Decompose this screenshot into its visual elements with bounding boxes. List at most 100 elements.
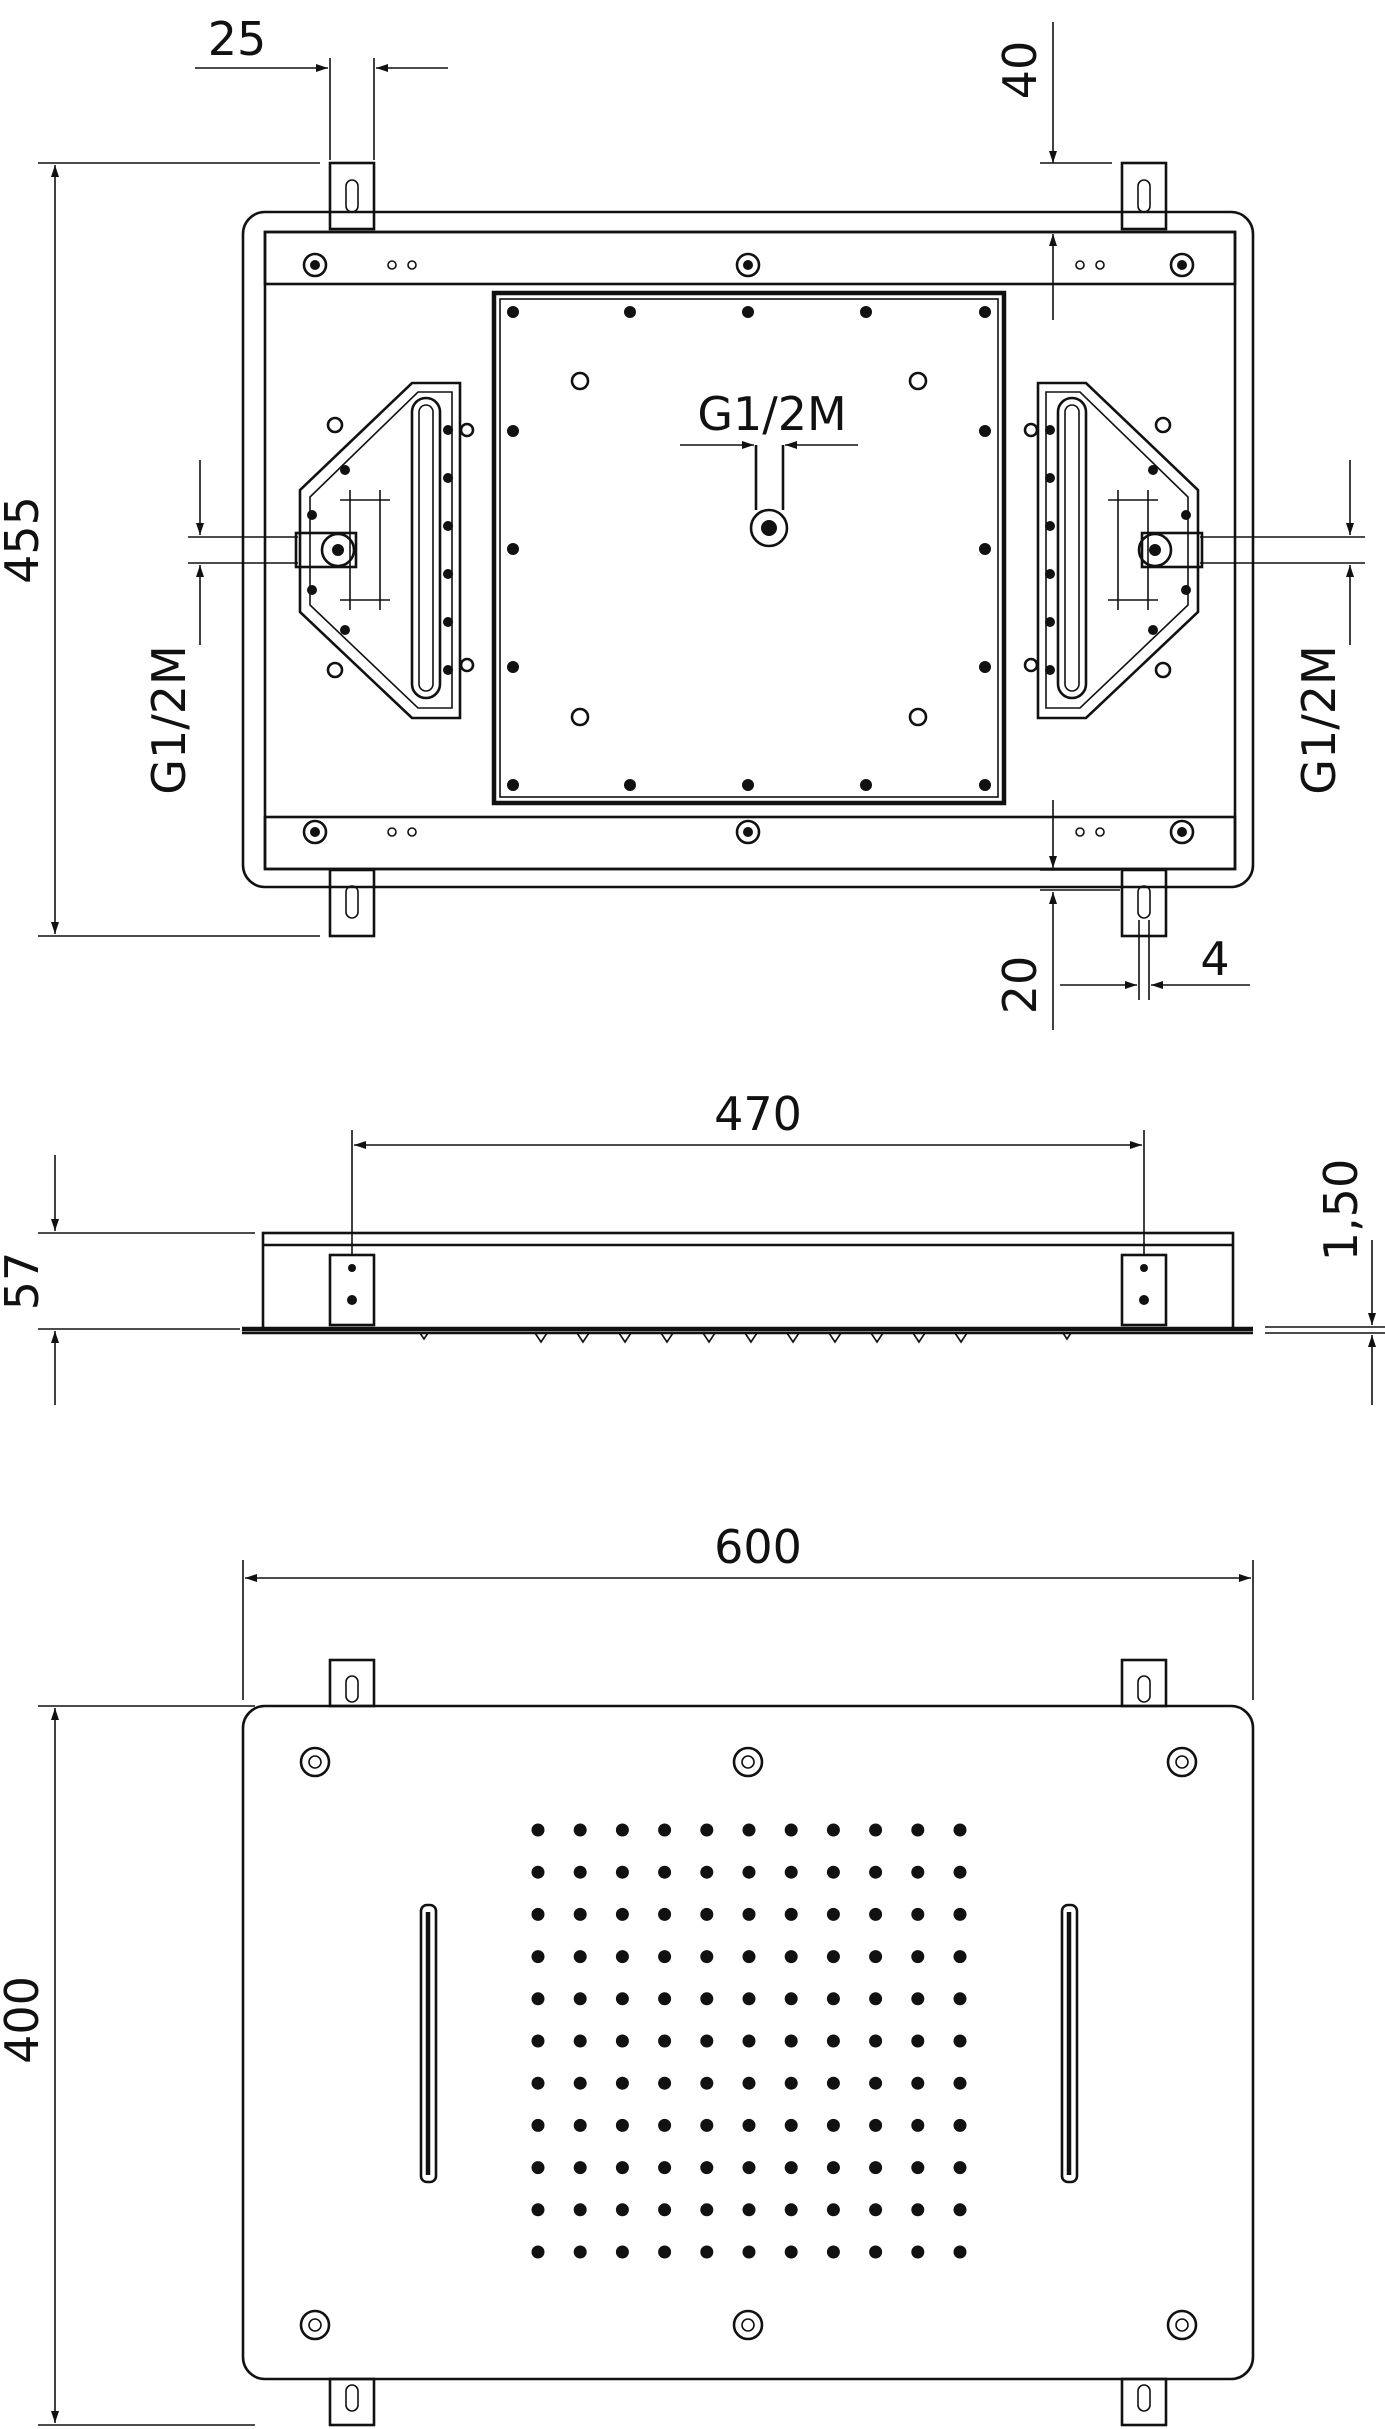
nozzle [869, 2076, 883, 2090]
nozzle [658, 2203, 672, 2217]
label-4: 4 [1200, 932, 1229, 986]
nozzle [784, 2161, 798, 2175]
nozzle [531, 2076, 545, 2090]
nozzle [573, 2076, 587, 2090]
nozzle [869, 1823, 883, 1837]
nozzle [615, 1950, 629, 1964]
nozzle [531, 1950, 545, 1964]
nozzle [615, 1823, 629, 1837]
nozzle [826, 1823, 840, 1837]
nozzle [700, 1992, 714, 2006]
left-valve-assembly [294, 381, 475, 720]
label-455: 455 [0, 496, 49, 584]
nozzle [869, 1992, 883, 2006]
nozzle [742, 2118, 756, 2132]
nozzle [531, 1992, 545, 2006]
nozzle [742, 1907, 756, 1921]
side-view: 470 57 1,50 [0, 1087, 1385, 1405]
nozzle [658, 2118, 672, 2132]
nozzle [953, 2034, 967, 2048]
dim-tab-width: 25 [195, 12, 448, 160]
nozzle [784, 1950, 798, 1964]
nozzle [953, 2118, 967, 2132]
nozzle [700, 2203, 714, 2217]
nozzle [742, 2245, 756, 2259]
bottom-rail [263, 815, 1237, 871]
label-40: 40 [993, 41, 1047, 100]
nozzle [573, 2034, 587, 2048]
nozzle [784, 1907, 798, 1921]
nozzle [911, 2203, 925, 2217]
nozzle [869, 1907, 883, 1921]
nozzle [826, 2203, 840, 2217]
label-57: 57 [0, 1252, 49, 1311]
dim-height-455: 455 [0, 162, 320, 937]
nozzle [658, 1950, 672, 1964]
nozzle [573, 1823, 587, 1837]
nozzle [531, 2034, 545, 2048]
dim-right-inlet: G1/2M [1200, 460, 1365, 795]
nozzle [869, 2161, 883, 2175]
nozzle [615, 1865, 629, 1879]
housing-outline [241, 210, 1255, 889]
nozzle [826, 2034, 840, 2048]
nozzle [573, 2245, 587, 2259]
label-center-inlet: G1/2M [697, 387, 846, 441]
nozzle [573, 2203, 587, 2217]
nozzle [826, 1950, 840, 1964]
nozzle [531, 2245, 545, 2259]
nozzle [953, 1865, 967, 1879]
front-plate [241, 1704, 1255, 2381]
nozzle [953, 2161, 967, 2175]
nozzle [700, 2245, 714, 2259]
nozzle [531, 2203, 545, 2217]
nozzle [573, 1950, 587, 1964]
nozzle [615, 2034, 629, 2048]
nozzle [953, 2203, 967, 2217]
front-screws [299, 1746, 1198, 2341]
nozzle [531, 2161, 545, 2175]
nozzle [784, 2076, 798, 2090]
nozzle [658, 2034, 672, 2048]
nozzle [742, 2034, 756, 2048]
nozzle [911, 2034, 925, 2048]
top-view: 25 40 455 G1/2M G1/2M [0, 12, 1365, 1030]
mounting-tabs [328, 161, 1168, 938]
dim-slot: 4 [1060, 920, 1250, 1000]
nozzle [784, 2245, 798, 2259]
nozzle [700, 1865, 714, 1879]
nozzle [615, 1907, 629, 1921]
dim-left-inlet: G1/2M [142, 460, 298, 795]
nozzle [826, 2118, 840, 2132]
nozzle [573, 2161, 587, 2175]
nozzle [911, 2245, 925, 2259]
nozzle [658, 2245, 672, 2259]
nozzle [573, 1907, 587, 1921]
nozzle [784, 2034, 798, 2048]
nozzle [700, 2034, 714, 2048]
nozzle [784, 1992, 798, 2006]
nozzle-grid [531, 1823, 967, 2259]
housing-inner [263, 230, 1237, 871]
label-20: 20 [993, 956, 1047, 1015]
nozzle [911, 1950, 925, 1964]
nozzle [911, 1823, 925, 1837]
nozzle [700, 2076, 714, 2090]
nozzle [826, 1992, 840, 2006]
label-1-50: 1,50 [1314, 1159, 1368, 1261]
label-470: 470 [714, 1087, 802, 1141]
nozzle [615, 2161, 629, 2175]
nozzle [869, 1950, 883, 1964]
nozzle [826, 1907, 840, 1921]
nozzle [869, 2245, 883, 2259]
nozzle [784, 2118, 798, 2132]
nozzle [615, 2245, 629, 2259]
nozzle [742, 1992, 756, 2006]
central-plate [491, 290, 1007, 806]
nozzle [911, 1907, 925, 1921]
central-plate-inner [499, 298, 999, 798]
label-600: 600 [714, 1520, 802, 1574]
nozzle [911, 2076, 925, 2090]
nozzle [742, 1865, 756, 1879]
nozzle [742, 1823, 756, 1837]
